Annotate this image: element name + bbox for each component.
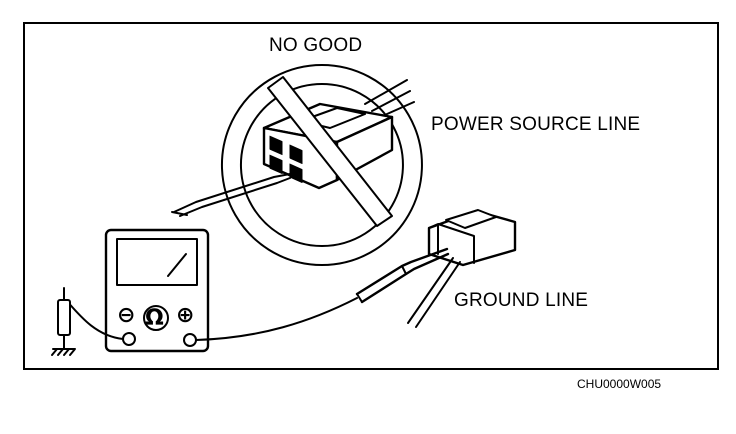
prohibition-slash-band bbox=[267, 76, 393, 227]
figure-code: CHU0000W005 bbox=[577, 377, 662, 391]
meter-dial-window bbox=[116, 238, 198, 286]
terminal-slot-1 bbox=[269, 135, 283, 156]
meter-ohm-symbol: Ω bbox=[145, 306, 164, 331]
no-good-label: NO GOOD bbox=[269, 35, 363, 56]
ground-connector-latch bbox=[445, 209, 497, 229]
probe-into-power-connector bbox=[173, 173, 291, 217]
probe-handle bbox=[356, 265, 407, 303]
chassis-ground-icon bbox=[51, 348, 76, 356]
power-source-line-label: POWER SOURCE LINE bbox=[431, 114, 641, 135]
no-good-connector-illustration bbox=[171, 64, 423, 266]
ground-line-label: GROUND LINE bbox=[454, 290, 589, 311]
ground-wires bbox=[407, 257, 461, 328]
terminal-slot-2 bbox=[289, 144, 303, 165]
meter-needle bbox=[167, 253, 187, 277]
ground-connector-illustration bbox=[355, 209, 517, 328]
ground-probe-clip bbox=[57, 299, 71, 336]
terminal-slot-3 bbox=[269, 154, 283, 175]
ohmmeter-illustration: ⊖ Ω ⊕ bbox=[51, 228, 358, 356]
terminal-slot-4 bbox=[289, 163, 303, 184]
meter-lead-to-probe bbox=[195, 297, 358, 341]
ground-connector-face bbox=[428, 223, 475, 264]
meter-jack-positive bbox=[183, 333, 197, 347]
meter-minus-symbol: ⊖ bbox=[117, 303, 135, 328]
probe-into-ground-connector bbox=[355, 247, 450, 304]
meter-plus-symbol: ⊕ bbox=[176, 303, 194, 328]
meter-jack-negative bbox=[122, 332, 136, 346]
meter-ohm-ring bbox=[143, 305, 169, 331]
diagram-frame bbox=[23, 22, 719, 370]
probe-lead-tail bbox=[171, 211, 188, 216]
